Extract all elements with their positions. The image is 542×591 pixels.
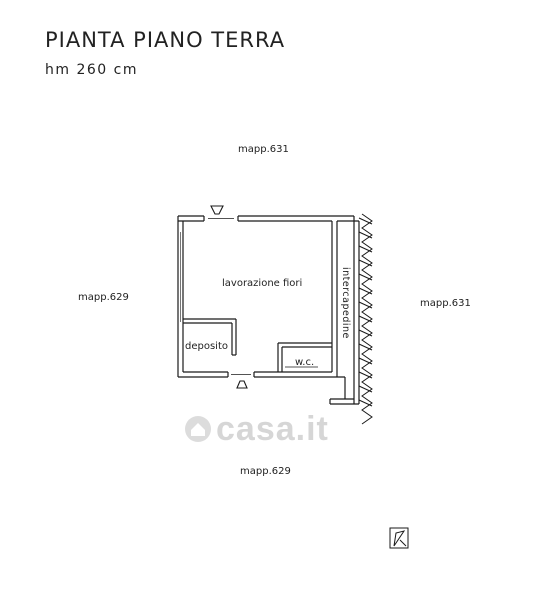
boundary-hatch-line	[358, 259, 373, 267]
room-label-storage: deposito	[185, 341, 228, 352]
boundary-hatch-line	[358, 287, 373, 295]
room-label-wc: w.c.	[295, 357, 315, 368]
boundary-hatch-line	[358, 301, 373, 309]
wc-walls	[277, 342, 332, 372]
boundary-hatch-line	[358, 245, 373, 253]
wall-left	[177, 216, 184, 377]
parcel-label-top: mapp.631	[238, 144, 289, 155]
plan-title: PIANTA PIANO TERRA	[45, 28, 286, 52]
boundary-hatch-line	[358, 343, 373, 351]
boundary-hatch-line	[358, 357, 373, 365]
cavity-label: intercapedine	[340, 267, 351, 339]
boundary-hatch-line	[358, 315, 373, 323]
parcel-label-bottom: mapp.629	[240, 466, 291, 477]
boundary-hatch-line	[358, 329, 373, 337]
ceiling-height: hm 260 cm	[45, 62, 138, 78]
wall-bottom	[178, 371, 345, 378]
parcel-label-left: mapp.629	[78, 292, 129, 303]
boundary-zigzag	[361, 213, 373, 425]
watermark: casa.it	[216, 410, 329, 448]
watermark-house-icon	[185, 416, 211, 442]
room-label-main: lavorazione fiori	[222, 278, 303, 289]
north-arrow-icon	[389, 527, 409, 549]
boundary-hatch-line	[358, 399, 373, 407]
storage-walls	[183, 318, 237, 356]
entry-marker-top-icon	[210, 205, 224, 215]
boundary-hatch-line	[358, 231, 373, 239]
wall-top	[178, 215, 354, 222]
boundary-hatch-line	[358, 385, 373, 393]
boundary-hatch-line	[358, 371, 373, 379]
wall-right-inner	[331, 221, 338, 377]
cavity-walls	[329, 216, 360, 405]
entry-marker-bottom-icon	[236, 380, 248, 389]
parcel-label-right: mapp.631	[420, 298, 471, 309]
boundary-hatching	[358, 213, 373, 425]
boundary-hatch-line	[358, 217, 373, 225]
boundary-hatch-line	[358, 273, 373, 281]
